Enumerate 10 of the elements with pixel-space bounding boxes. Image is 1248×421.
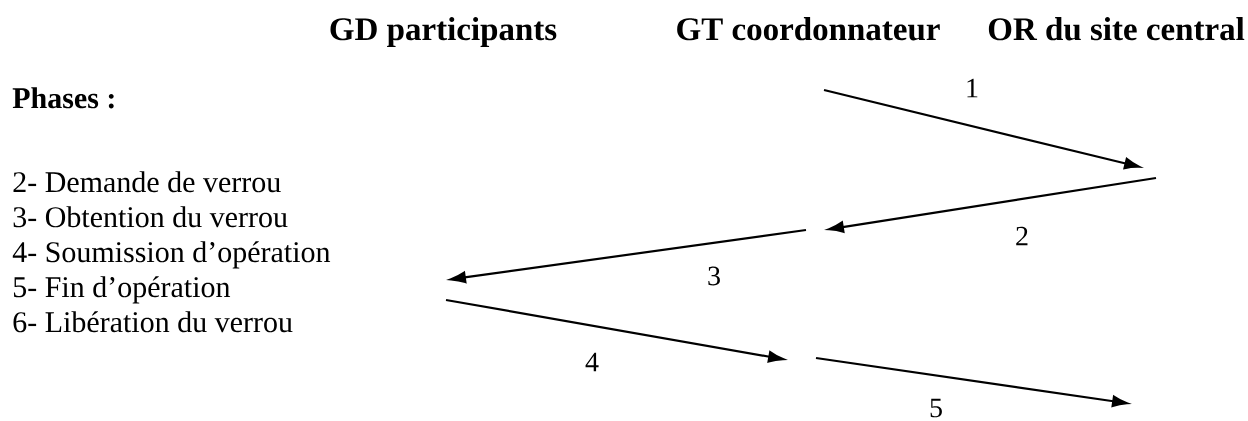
column-heading: OR du site central (988, 17, 1245, 41)
phase-item: 6- Libération du verrou (13, 311, 293, 333)
column-heading: GT coordonnateur (677, 17, 940, 41)
message-number: 1 (964, 77, 980, 99)
phases-heading: Phases : (12, 87, 114, 109)
column-heading: GD participants (330, 17, 557, 48)
phase-item: 2- Demande de verrou (13, 171, 281, 193)
phase-item: 5- Fin d’opération (13, 276, 231, 304)
phase-item: 3- Obtention du verrou (13, 206, 288, 228)
phase-item: 4- Soumission d’opération (12, 241, 331, 269)
